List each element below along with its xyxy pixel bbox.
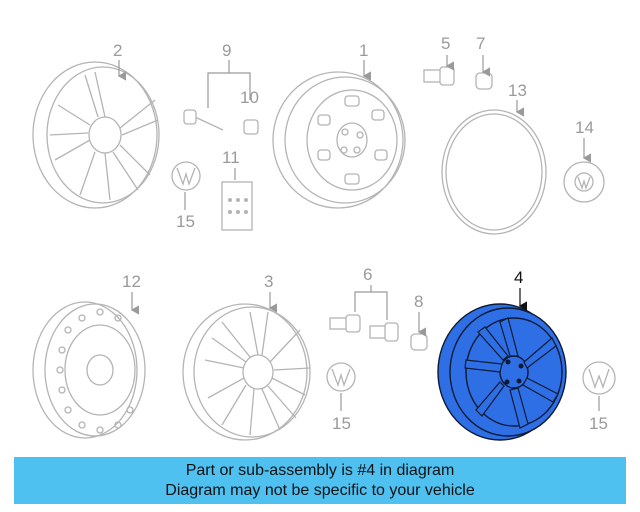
callout-15-b: 15 (332, 414, 351, 433)
steel-wheel-part-12 (32, 301, 146, 439)
callout-13: 13 (508, 81, 527, 100)
lug-bolts-part-6 (329, 314, 399, 342)
banner-line-2: Diagram may not be specific to your vehi… (165, 482, 475, 499)
emblem-part-15-top (171, 161, 201, 191)
alloy-wheel-part-3 (182, 303, 311, 441)
callout-15-a: 15 (176, 212, 195, 231)
info-banner: Part or sub-assembly is #4 in diagram Di… (14, 457, 626, 504)
callout-6: 6 (363, 265, 372, 284)
callout-15-c: 15 (589, 414, 608, 433)
callout-7: 7 (476, 34, 485, 53)
callout-3: 3 (264, 272, 273, 291)
callout-10: 10 (240, 88, 259, 107)
lug-nut-part-8 (410, 333, 428, 351)
hub-cap-part-14 (563, 161, 605, 203)
lug-nut-part-7 (475, 72, 493, 90)
lug-kit-part-11 (221, 181, 253, 231)
callout-11: 11 (222, 148, 240, 167)
emblem-part-15-bottom-right (582, 361, 616, 395)
callout-1: 1 (359, 41, 368, 60)
alloy-wheel-part-2 (32, 61, 160, 209)
alloy-wheel-part-4-highlighted (437, 303, 567, 441)
callout-12: 12 (122, 272, 141, 291)
callout-8: 8 (414, 292, 423, 311)
valve-cap-part-10 (243, 119, 259, 135)
lug-bolt-part-5 (423, 66, 455, 86)
steel-wheel-part-1 (272, 71, 406, 209)
callout-14: 14 (575, 118, 594, 137)
ring-part-13 (441, 109, 547, 235)
valve-stem-part-9 (183, 109, 224, 131)
callout-5: 5 (441, 34, 450, 53)
callout-2: 2 (113, 41, 122, 60)
emblem-part-15-bottom-center (326, 362, 356, 392)
callout-4: 4 (514, 268, 523, 287)
callout-9: 9 (222, 41, 231, 60)
banner-line-1: Part or sub-assembly is #4 in diagram (185, 462, 455, 479)
